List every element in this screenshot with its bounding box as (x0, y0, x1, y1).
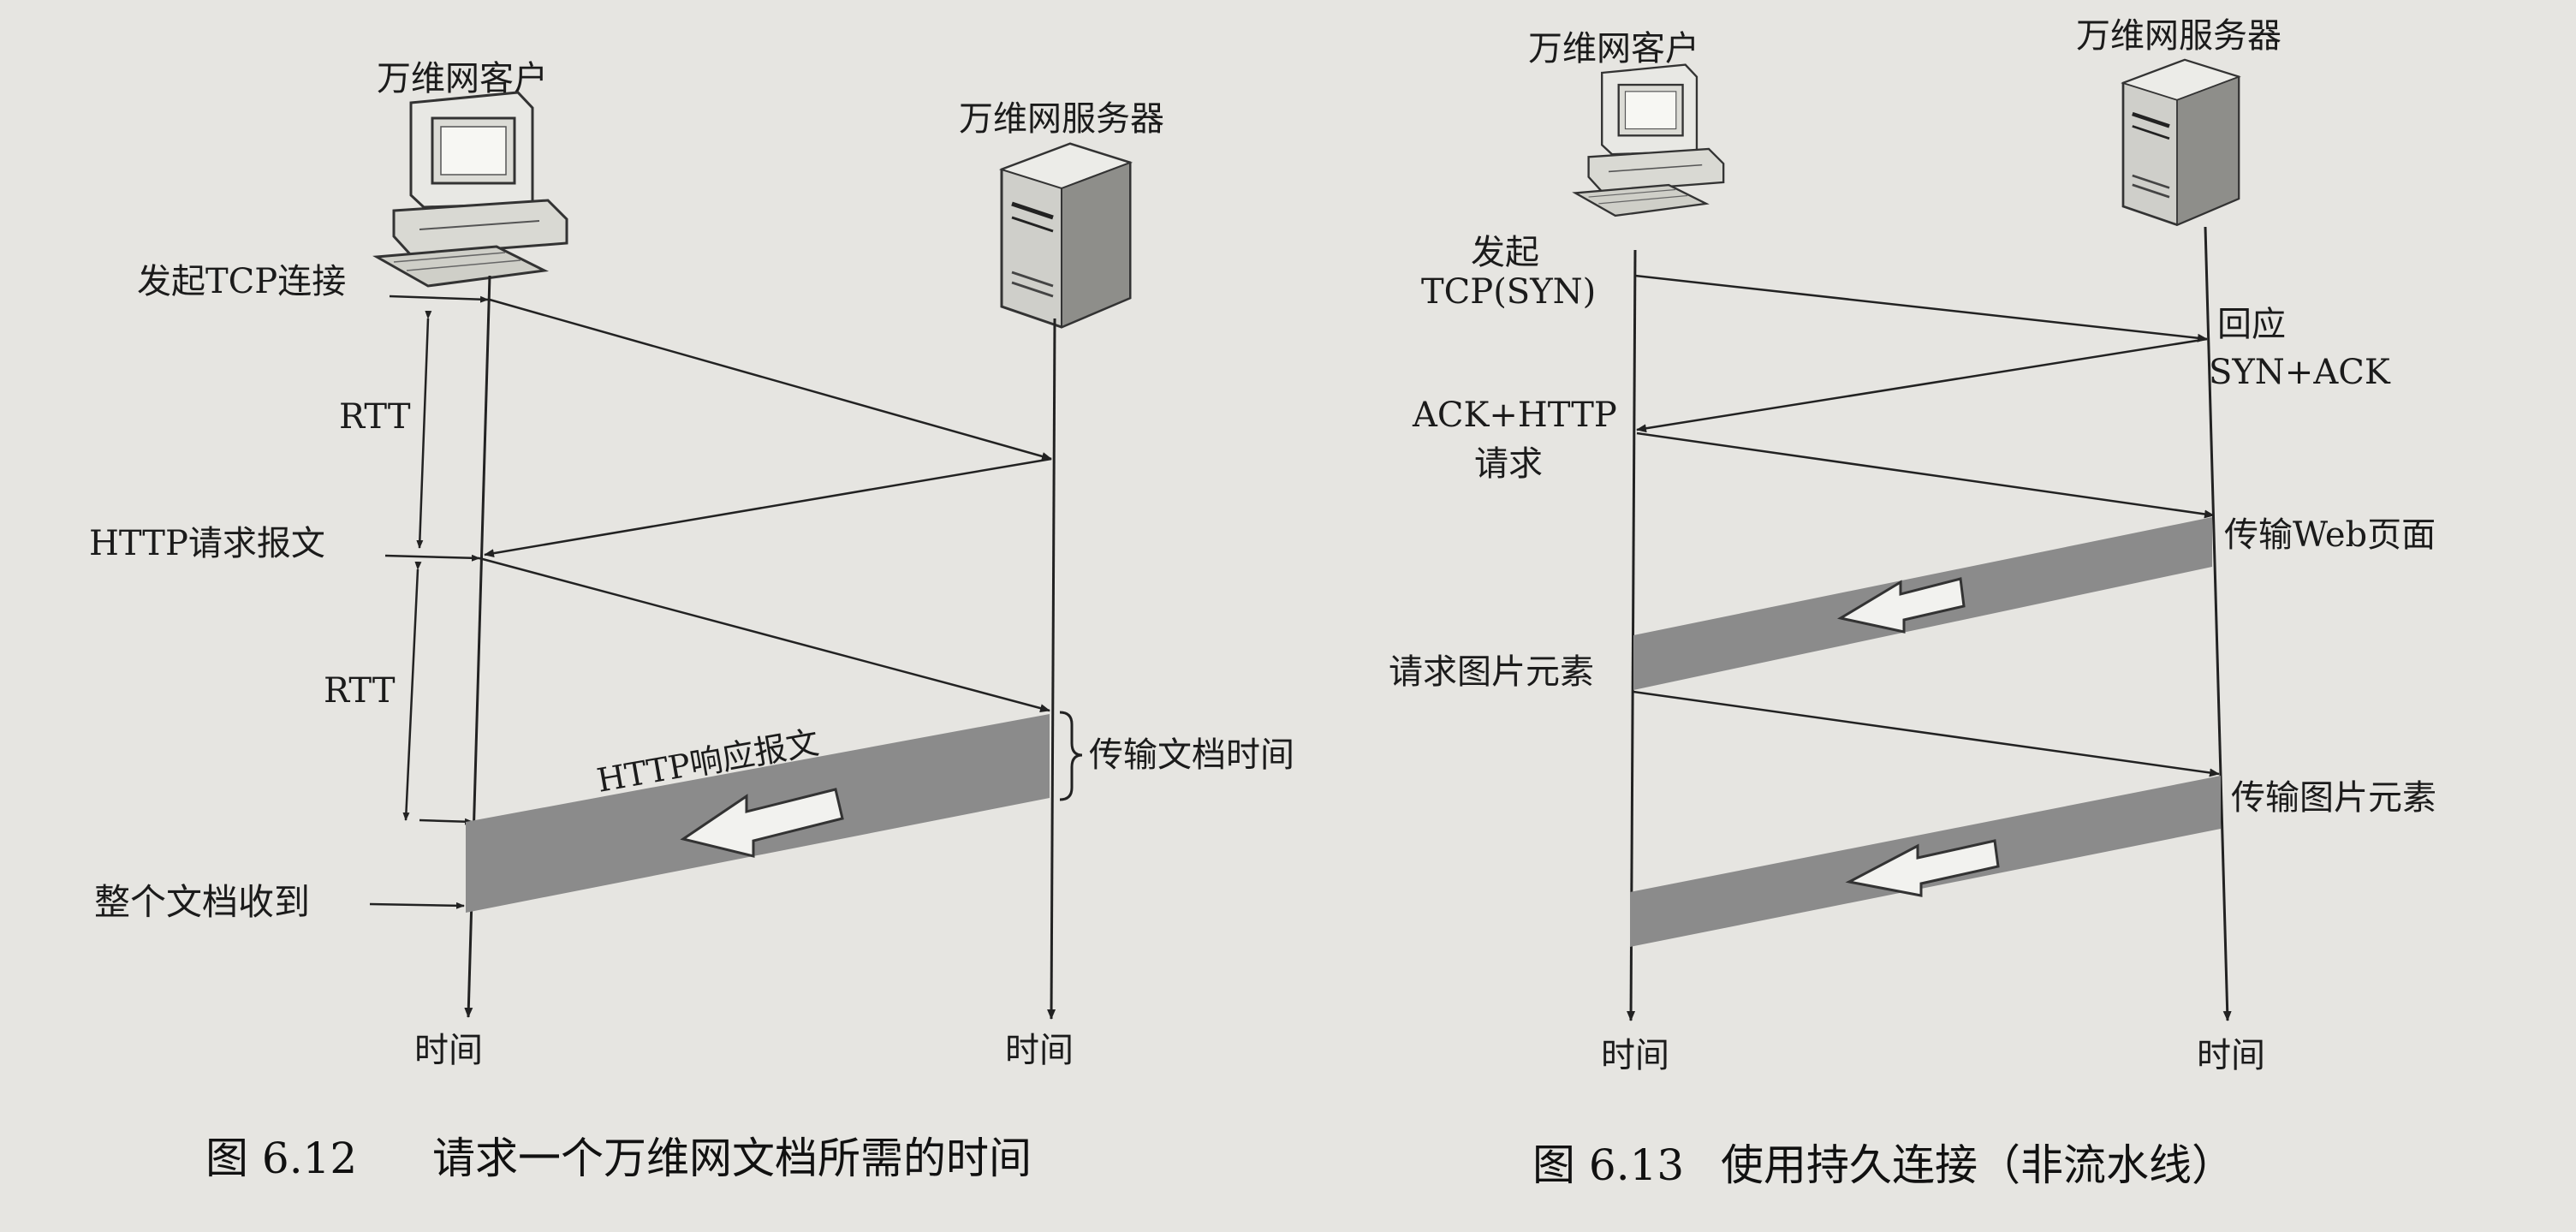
ack-http-label-line2: 请求 (1474, 444, 1543, 484)
caption-number: 图 6.13 (1532, 1140, 1684, 1190)
request-leader (384, 554, 480, 562)
figure-6-12: 万维网客户 万维网服务器 HTTP响应报文 传输文档时间 发起TCP连接 RTT… (89, 59, 1294, 1183)
server-timeline (1047, 318, 1056, 1020)
server-icon (2123, 60, 2239, 225)
rtt2-end-leader (419, 818, 473, 825)
transfer-brace (1059, 711, 1083, 801)
client-label: 万维网客户 (1528, 29, 1699, 68)
caption-text: 请求一个万维网文档所需的时间 (432, 1134, 1032, 1183)
time-label-server: 时间 (1005, 1031, 1074, 1070)
caption-number: 图 6.12 (205, 1134, 357, 1183)
doc-received-label: 整个文档收到 (94, 881, 310, 923)
server-icon (1002, 144, 1130, 327)
transfer-image-label: 传输图片元素 (2231, 778, 2436, 818)
client-label: 万维网客户 (377, 59, 548, 98)
synack-arrow (1636, 337, 2208, 433)
ack-http-label-line1: ACK+HTTP (1412, 396, 1617, 435)
synack-label-line1: 回应 (2217, 305, 2286, 344)
transfer-time-label: 传输文档时间 (1089, 735, 1294, 775)
time-label-client: 时间 (1601, 1036, 1669, 1075)
received-leader (369, 902, 465, 909)
syn-arrow (489, 298, 1052, 461)
syn-label-line2: TCP(SYN) (1421, 272, 1596, 312)
server-label: 万维网服务器 (959, 99, 1164, 139)
rtt-bracket-2 (402, 561, 422, 821)
server-label: 万维网服务器 (2076, 16, 2282, 56)
rtt-label-2: RTT (324, 671, 396, 711)
figure-6-13: 万维网客户 万维网服务器 发起 TCP(SYN) 回应 SYN+ACK ACK+… (1389, 16, 2436, 1190)
caption-text: 使用持久连接（非流水线） (1721, 1140, 2234, 1190)
initiate-tcp-label: 发起TCP连接 (137, 262, 346, 301)
syn-arrow (1634, 274, 2208, 342)
syn-label-line1: 发起 (1471, 233, 1539, 272)
left-arrow-icon (1836, 577, 1966, 634)
rtt-label-1: RTT (339, 397, 411, 437)
http-request-arrow (1636, 431, 2215, 519)
rtt-bracket-1 (416, 310, 432, 549)
image-request-arrow (1633, 690, 2220, 777)
request-arrow (479, 556, 1050, 712)
request-image-label: 请求图片元素 (1389, 652, 1594, 692)
left-arrow-icon (680, 788, 844, 858)
transfer-web-label: 传输Web页面 (2224, 515, 2436, 555)
synack-arrow (484, 457, 1052, 558)
time-label-client: 时间 (414, 1031, 483, 1070)
time-label-server: 时间 (2197, 1036, 2265, 1075)
synack-label-line2: SYN+ACK (2209, 353, 2391, 392)
computer-icon (375, 91, 568, 288)
left-arrow-icon (1845, 839, 2000, 897)
server-timeline (2204, 226, 2232, 1021)
tcp-leader (389, 295, 489, 303)
computer-icon (1574, 63, 1725, 217)
http-request-label: HTTP请求报文 (89, 524, 325, 563)
